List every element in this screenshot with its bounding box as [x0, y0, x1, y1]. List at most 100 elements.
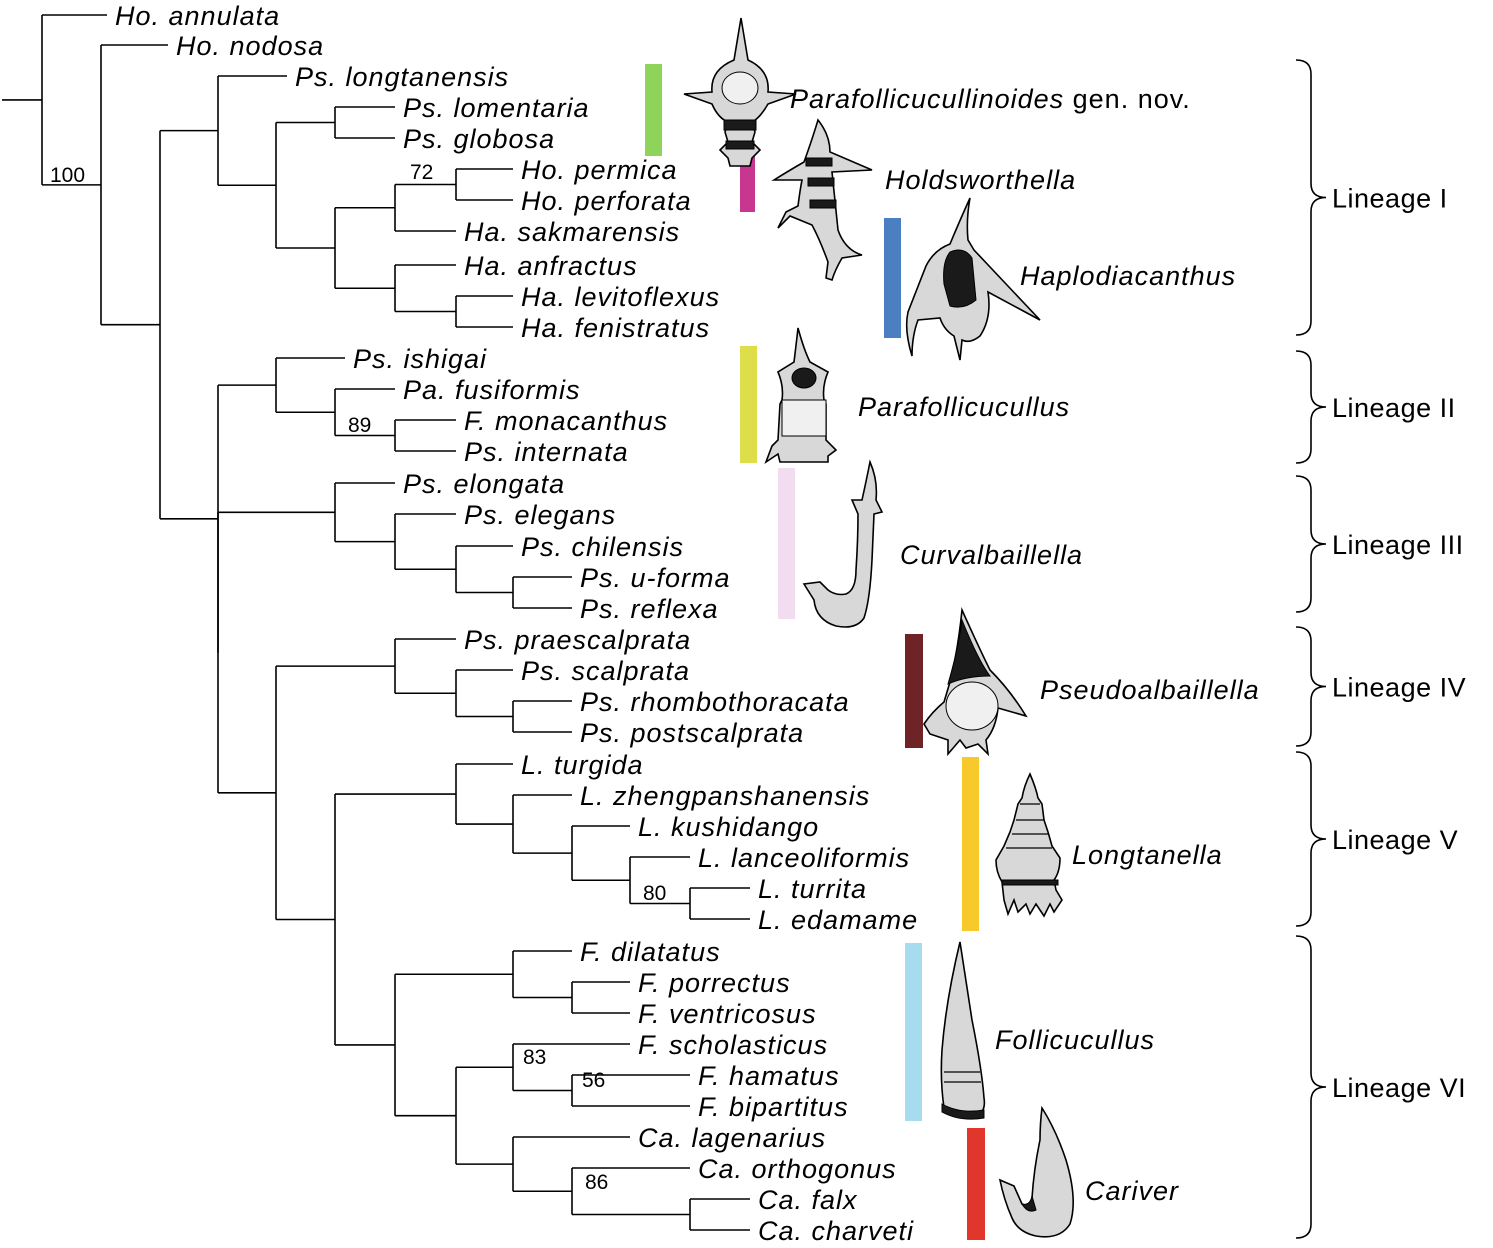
taxon-f-dilatatus: F. dilatatus [580, 937, 721, 967]
tree-branches [2, 14, 750, 1231]
genus-name: Follicucullus [995, 1025, 1155, 1055]
lineage-brace [1295, 626, 1327, 747]
genus-label-holdsworthella: Holdsworthella [885, 165, 1076, 195]
genus-label-curvalbaillella: Curvalbaillella [900, 540, 1083, 570]
genus-name: Haplodiacanthus [1020, 261, 1236, 291]
lineage-label-4: Lineage IV [1332, 673, 1466, 703]
taxon-ho-perforata: Ho. perforata [521, 186, 692, 216]
taxon-ha-anfractus: Ha. anfractus [464, 251, 638, 281]
taxon-l-edamame: L. edamame [758, 905, 918, 935]
taxon-f-scholasticus: F. scholasticus [638, 1030, 828, 1060]
taxon-ha-sakmarensis: Ha. sakmarensis [464, 217, 680, 247]
lineage-label-2: Lineage II [1332, 393, 1456, 423]
taxon-ps-scalprata: Ps. scalprata [521, 656, 690, 686]
taxon-ps-reflexa: Ps. reflexa [580, 594, 719, 624]
genus-label-haplodiacanthus: Haplodiacanthus [1020, 261, 1236, 291]
taxon-ho-annulata: Ho. annulata [115, 1, 280, 31]
support-value-80: 80 [643, 882, 666, 905]
genus-bar-haplodiacanthus [884, 218, 901, 338]
genus-label-longtanella: Longtanella [1072, 840, 1223, 870]
holdsworthella-fossil-icon [771, 118, 873, 282]
taxon-ca-falx: Ca. falx [758, 1185, 858, 1215]
support-value-83: 83 [523, 1046, 546, 1069]
taxon-ps-elongata: Ps. elongata [403, 469, 565, 499]
taxon-ps-longtanensis: Ps. longtanensis [295, 62, 509, 92]
genus-suffix: gen. nov. [1064, 84, 1191, 114]
taxon-f-ventricosus: F. ventricosus [638, 999, 817, 1029]
lineage-label-3: Lineage III [1332, 530, 1464, 560]
lineage-label-1: Lineage I [1332, 184, 1448, 214]
taxon-ha-fenistratus: Ha. fenistratus [521, 313, 710, 343]
lineage-braces [1295, 59, 1327, 1239]
taxon-ps-u-forma: Ps. u-forma [580, 563, 731, 593]
taxon-ca-orthogonus: Ca. orthogonus [698, 1154, 897, 1184]
genus-bar-longtanella [962, 757, 979, 931]
genus-bar-parafollicucullus [740, 346, 757, 463]
lineage-labels: Lineage I Lineage II Lineage III Lineage IV… [1332, 184, 1466, 1104]
genus-color-bars [645, 64, 985, 1240]
genus-bar-curvalbaillella [778, 468, 795, 619]
taxon-l-turrita: L. turrita [758, 874, 867, 904]
taxon-ps-postscalprata: Ps. postscalprata [580, 718, 804, 748]
genus-bar-cariver [967, 1128, 985, 1240]
genus-labels: Parafollicucullinoides gen. nov. Holdswor… [790, 84, 1260, 1206]
genus-name: Parafollicucullus [858, 392, 1070, 422]
taxon-l-kushidango: L. kushidango [638, 812, 819, 842]
taxon-ho-permica: Ho. permica [521, 155, 678, 185]
curvalbaillella-fossil-icon [802, 459, 884, 628]
genus-name: Curvalbaillella [900, 540, 1083, 570]
genus-bar-holdsworthella [740, 155, 755, 212]
parafollicucullus-fossil-icon [764, 327, 838, 465]
taxon-f-hamatus: F. hamatus [698, 1061, 840, 1091]
genus-bar-pseudoalbaillella [905, 634, 923, 748]
taxon-ps-praescalprata: Ps. praescalprata [464, 625, 691, 655]
genus-label-pseudoalbaillella: Pseudoalbaillella [1040, 675, 1260, 705]
cariver-fossil-icon [998, 1105, 1074, 1238]
taxon-ha-levitoflexus: Ha. levitoflexus [521, 282, 720, 312]
haplodiacanthus-fossil-icon [905, 197, 1041, 361]
taxon-ca-lagenarius: Ca. lagenarius [638, 1123, 826, 1153]
genus-name: Cariver [1085, 1176, 1179, 1206]
parafollicucullinoides-fossil-icon [683, 17, 797, 167]
support-value-100: 100 [50, 164, 85, 187]
fossil-illustrations [683, 17, 1074, 1238]
taxon-f-monacanthus: F. monacanthus [464, 406, 668, 436]
lineage-brace [1295, 935, 1327, 1239]
taxon-pa-fusiformis: Pa. fusiformis [403, 375, 581, 405]
genus-name: Parafollicucullinoides [790, 84, 1064, 114]
taxon-ps-chilensis: Ps. chilensis [521, 532, 684, 562]
taxon-l-lanceoliformis: L. lanceoliformis [698, 843, 910, 873]
genus-label-cariver: Cariver [1085, 1176, 1179, 1206]
genus-label-parafollicucullinoides: Parafollicucullinoides gen. nov. [790, 84, 1191, 114]
taxon-f-bipartitus: F. bipartitus [698, 1092, 849, 1122]
lineage-brace [1295, 350, 1327, 464]
lineage-brace [1295, 475, 1327, 613]
support-value-56: 56 [582, 1069, 605, 1092]
taxon-l-zhengpanshanensis: L. zhengpanshanensis [580, 781, 870, 811]
taxon-ps-lomentaria: Ps. lomentaria [403, 93, 590, 123]
lineage-label-6: Lineage VI [1332, 1073, 1466, 1103]
pseudoalbaillella-fossil-icon [923, 606, 1028, 757]
taxon-ps-elegans: Ps. elegans [464, 500, 616, 530]
taxon-ca-charveti: Ca. charveti [758, 1216, 914, 1246]
support-value-72: 72 [410, 161, 433, 184]
taxon-ho-nodosa: Ho. nodosa [176, 31, 324, 61]
taxon-f-porrectus: F. porrectus [638, 968, 791, 998]
taxon-l-turgida: L. turgida [521, 750, 644, 780]
lineage-label-5: Lineage V [1332, 825, 1458, 855]
taxon-ps-internata: Ps. internata [464, 437, 629, 467]
support-value-86: 86 [585, 1171, 608, 1194]
genus-bar-follicucullus [905, 943, 922, 1121]
genus-bar-parafollicucullinoides [645, 64, 662, 156]
taxon-ps-rhombothoracata: Ps. rhombothoracata [580, 687, 850, 717]
longtanella-fossil-icon [995, 772, 1063, 918]
taxon-ps-globosa: Ps. globosa [403, 124, 555, 154]
taxon-ps-ishigai: Ps. ishigai [353, 344, 487, 374]
genus-label-follicucullus: Follicucullus [995, 1025, 1155, 1055]
lineage-brace [1295, 751, 1327, 927]
genus-name: Holdsworthella [885, 165, 1076, 195]
genus-name: Pseudoalbaillella [1040, 675, 1260, 705]
